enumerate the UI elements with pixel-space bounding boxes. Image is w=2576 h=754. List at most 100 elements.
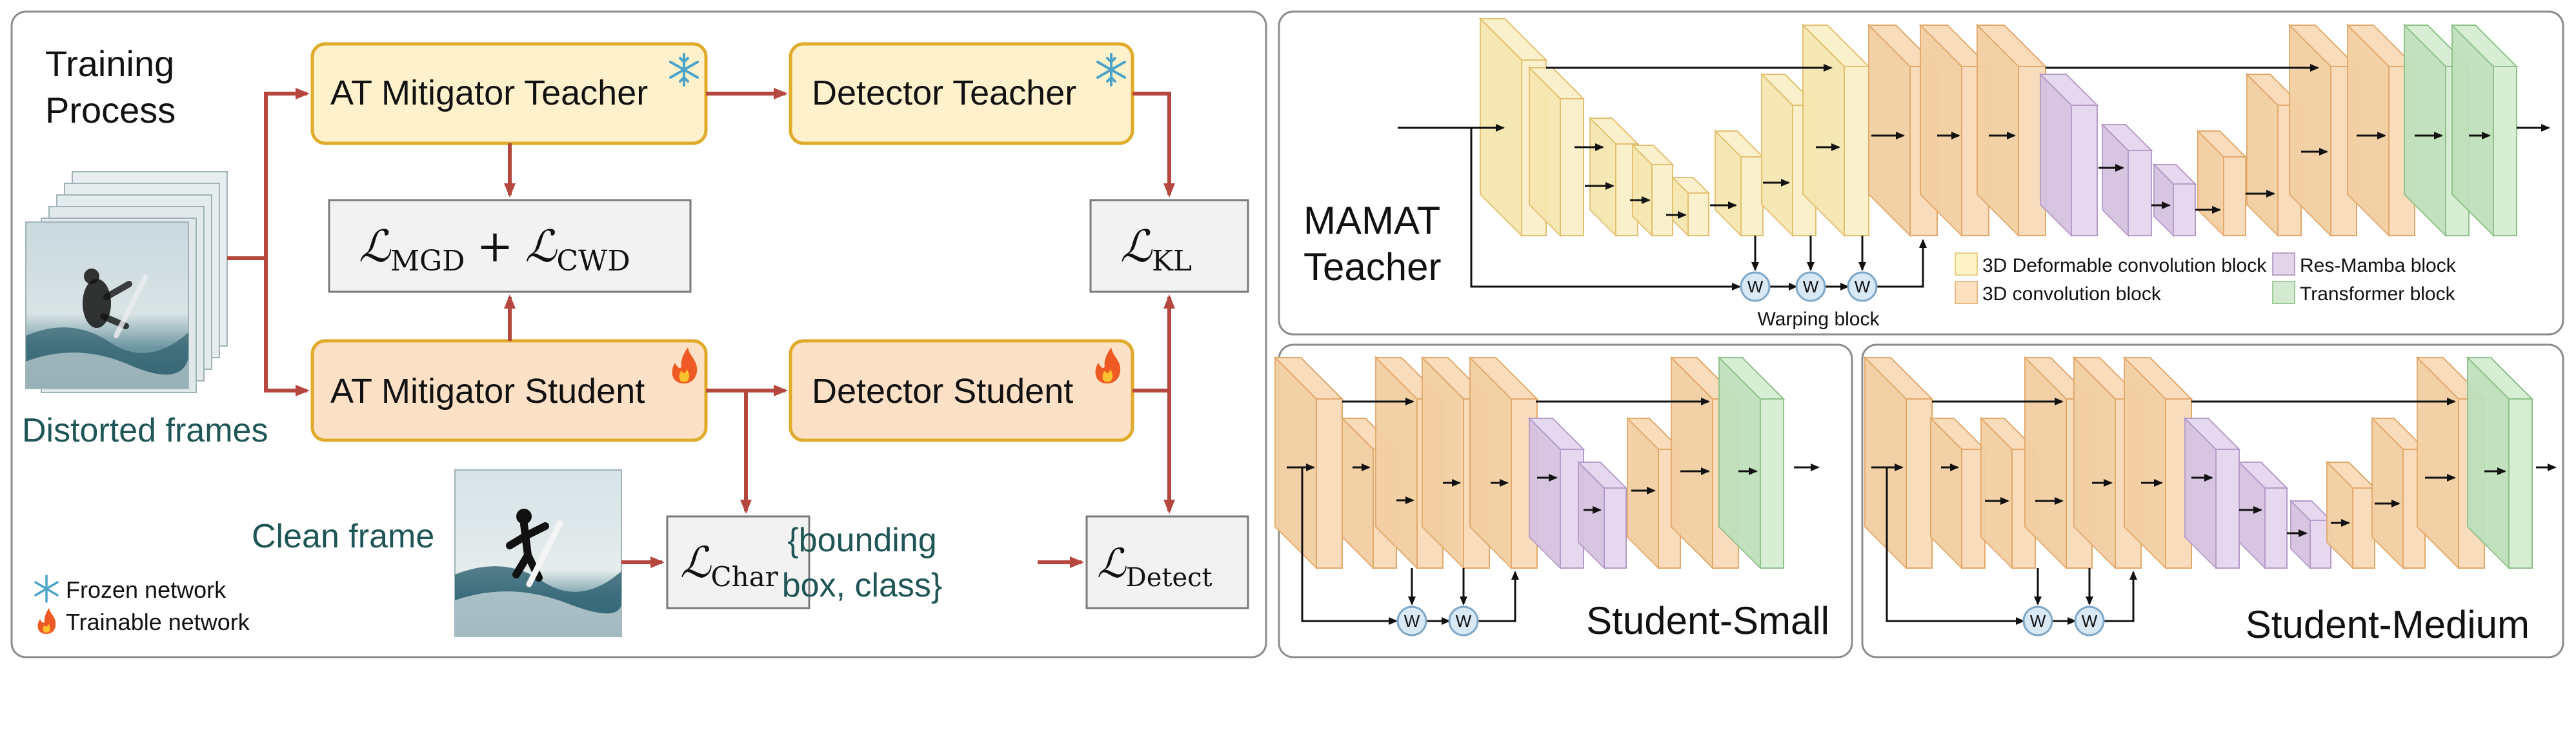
loss-mgd-cwd-formula: ℒMGD+ℒCWD <box>359 221 630 278</box>
arrow-from-warp <box>1478 571 1519 622</box>
arrow-to-warp <box>1301 467 1398 625</box>
loss-char-formula: ℒChar <box>680 538 779 593</box>
svg-text:W: W <box>1404 611 1420 631</box>
loss-detect-box <box>1085 515 1249 609</box>
res-mamba-block <box>2183 416 2241 570</box>
deformable-conv-block <box>1527 66 1585 238</box>
loss-char-box <box>666 515 810 609</box>
loss-kl-formula: ℒKL <box>1120 221 1192 278</box>
teacher-panel: MAMAT Teacher W W W Warping block 3D Defor… <box>1278 10 2564 336</box>
conv-block <box>1975 23 2048 238</box>
conv-block <box>2325 460 2377 570</box>
conv-block <box>1863 356 1934 570</box>
res-mamba-block <box>2100 123 2153 238</box>
deformable-conv-block <box>1631 143 1675 238</box>
loss-detect-formula: ℒDetect <box>1097 540 1213 593</box>
training-panel-frame <box>10 10 1267 658</box>
bbox-class-label-line1: {bounding <box>787 522 936 559</box>
legend-mamba-label: Res-Mamba block <box>2300 255 2457 276</box>
clean-frame-label: Clean frame <box>252 518 434 555</box>
detector-student-label: Detector Student <box>812 372 1073 411</box>
arrow-to-warp <box>1470 128 1741 290</box>
snowflake-icon <box>669 53 699 87</box>
legend-conv-label: 3D convolution block <box>1982 283 2162 305</box>
transformer-block <box>1717 356 1786 570</box>
legend-deformable-label: 3D Deformable convolution block <box>1982 255 2267 276</box>
arrow-from-warp <box>2104 571 2137 622</box>
transformer-block <box>2450 23 2519 238</box>
teacher-legend: 3D Deformable convolution block 3D convo… <box>1955 252 2457 305</box>
deformable-conv-block <box>1713 129 1765 238</box>
teacher-title-line1: MAMAT <box>1303 199 1440 242</box>
conv-block <box>1929 416 1987 570</box>
res-mamba-block <box>2038 72 2099 238</box>
arrow-from-warp <box>1877 239 1927 288</box>
svg-text:W: W <box>2082 611 2098 631</box>
detector-teacher-label: Detector Teacher <box>812 74 1076 112</box>
arrow-to-warp <box>1886 467 2025 625</box>
training-arrows <box>227 88 1175 568</box>
legend-swatch-transformer <box>2272 281 2295 304</box>
teacher-title-line2: Teacher <box>1303 245 1441 289</box>
student-small-title: Student-Small <box>1586 599 1829 642</box>
conv-block <box>1374 356 1445 570</box>
conv-block <box>2122 356 2193 570</box>
svg-text:W: W <box>1803 277 1819 296</box>
svg-text:W: W <box>2030 611 2046 631</box>
flame-icon <box>672 347 698 383</box>
arrow-detector-teacher-to-kl-loss <box>1132 92 1175 198</box>
conv-block <box>1979 416 2037 570</box>
res-mamba-block <box>2237 460 2289 570</box>
distorted-frames-stack <box>25 171 228 393</box>
legend-swatch-conv <box>1955 281 1978 304</box>
deformable-conv-block <box>1801 23 1871 238</box>
loss-mgd-cwd-box <box>328 199 692 293</box>
distorted-frame-image <box>25 221 189 389</box>
conv-block <box>1468 356 1539 570</box>
legend-swatch-mamba <box>2272 252 2295 276</box>
legend-swatch-deformable <box>1955 252 1978 276</box>
arrow-frames-to-at-teacher <box>227 88 310 260</box>
svg-text:W: W <box>1855 277 1871 296</box>
conv-block <box>1273 356 1344 570</box>
warping-block: W <box>1396 606 1427 637</box>
at-mitigator-student-label: AT Mitigator Student <box>330 372 645 411</box>
svg-text:W: W <box>1456 611 1472 631</box>
transformer-block <box>2466 356 2534 570</box>
student-medium-title: Student-Medium <box>2246 603 2530 646</box>
arrow-frames-to-at-student <box>264 258 310 396</box>
res-mamba-block <box>1527 416 1585 570</box>
warping-block: W <box>1847 271 1878 302</box>
loss-kl-box <box>1089 199 1249 293</box>
warping-block: W <box>1740 271 1771 302</box>
training-title-line2: Process <box>45 90 176 130</box>
bbox-class-label-line2: box, class} <box>782 567 943 604</box>
svg-text:W: W <box>1747 277 1764 296</box>
warping-block: W <box>2074 606 2105 637</box>
warping-block: W <box>1448 606 1479 637</box>
clean-frame-image <box>454 469 622 637</box>
warping-block: W <box>2022 606 2053 637</box>
conv-block <box>2288 23 2359 238</box>
at-mitigator-teacher-label: AT Mitigator Teacher <box>330 74 648 112</box>
training-panel: Training Process Distorted frames Clean … <box>10 10 1267 658</box>
warping-block: W <box>1795 271 1826 302</box>
flame-icon <box>1095 347 1121 383</box>
res-mamba-block <box>1576 460 1628 570</box>
legend-trainable-label: Trainable network <box>66 609 250 635</box>
flame-icon <box>37 608 56 634</box>
legend-frozen-label: Frozen network <box>66 576 226 603</box>
snowflake-icon <box>34 575 59 603</box>
distorted-frames-label: Distorted frames <box>22 412 268 449</box>
warping-block-label: Warping block <box>1758 309 1880 330</box>
deformable-conv-block <box>1671 176 1711 238</box>
training-title-line1: Training <box>45 43 174 84</box>
snowflake-icon <box>1096 53 1126 87</box>
legend-transformer-label: Transformer block <box>2300 283 2456 305</box>
